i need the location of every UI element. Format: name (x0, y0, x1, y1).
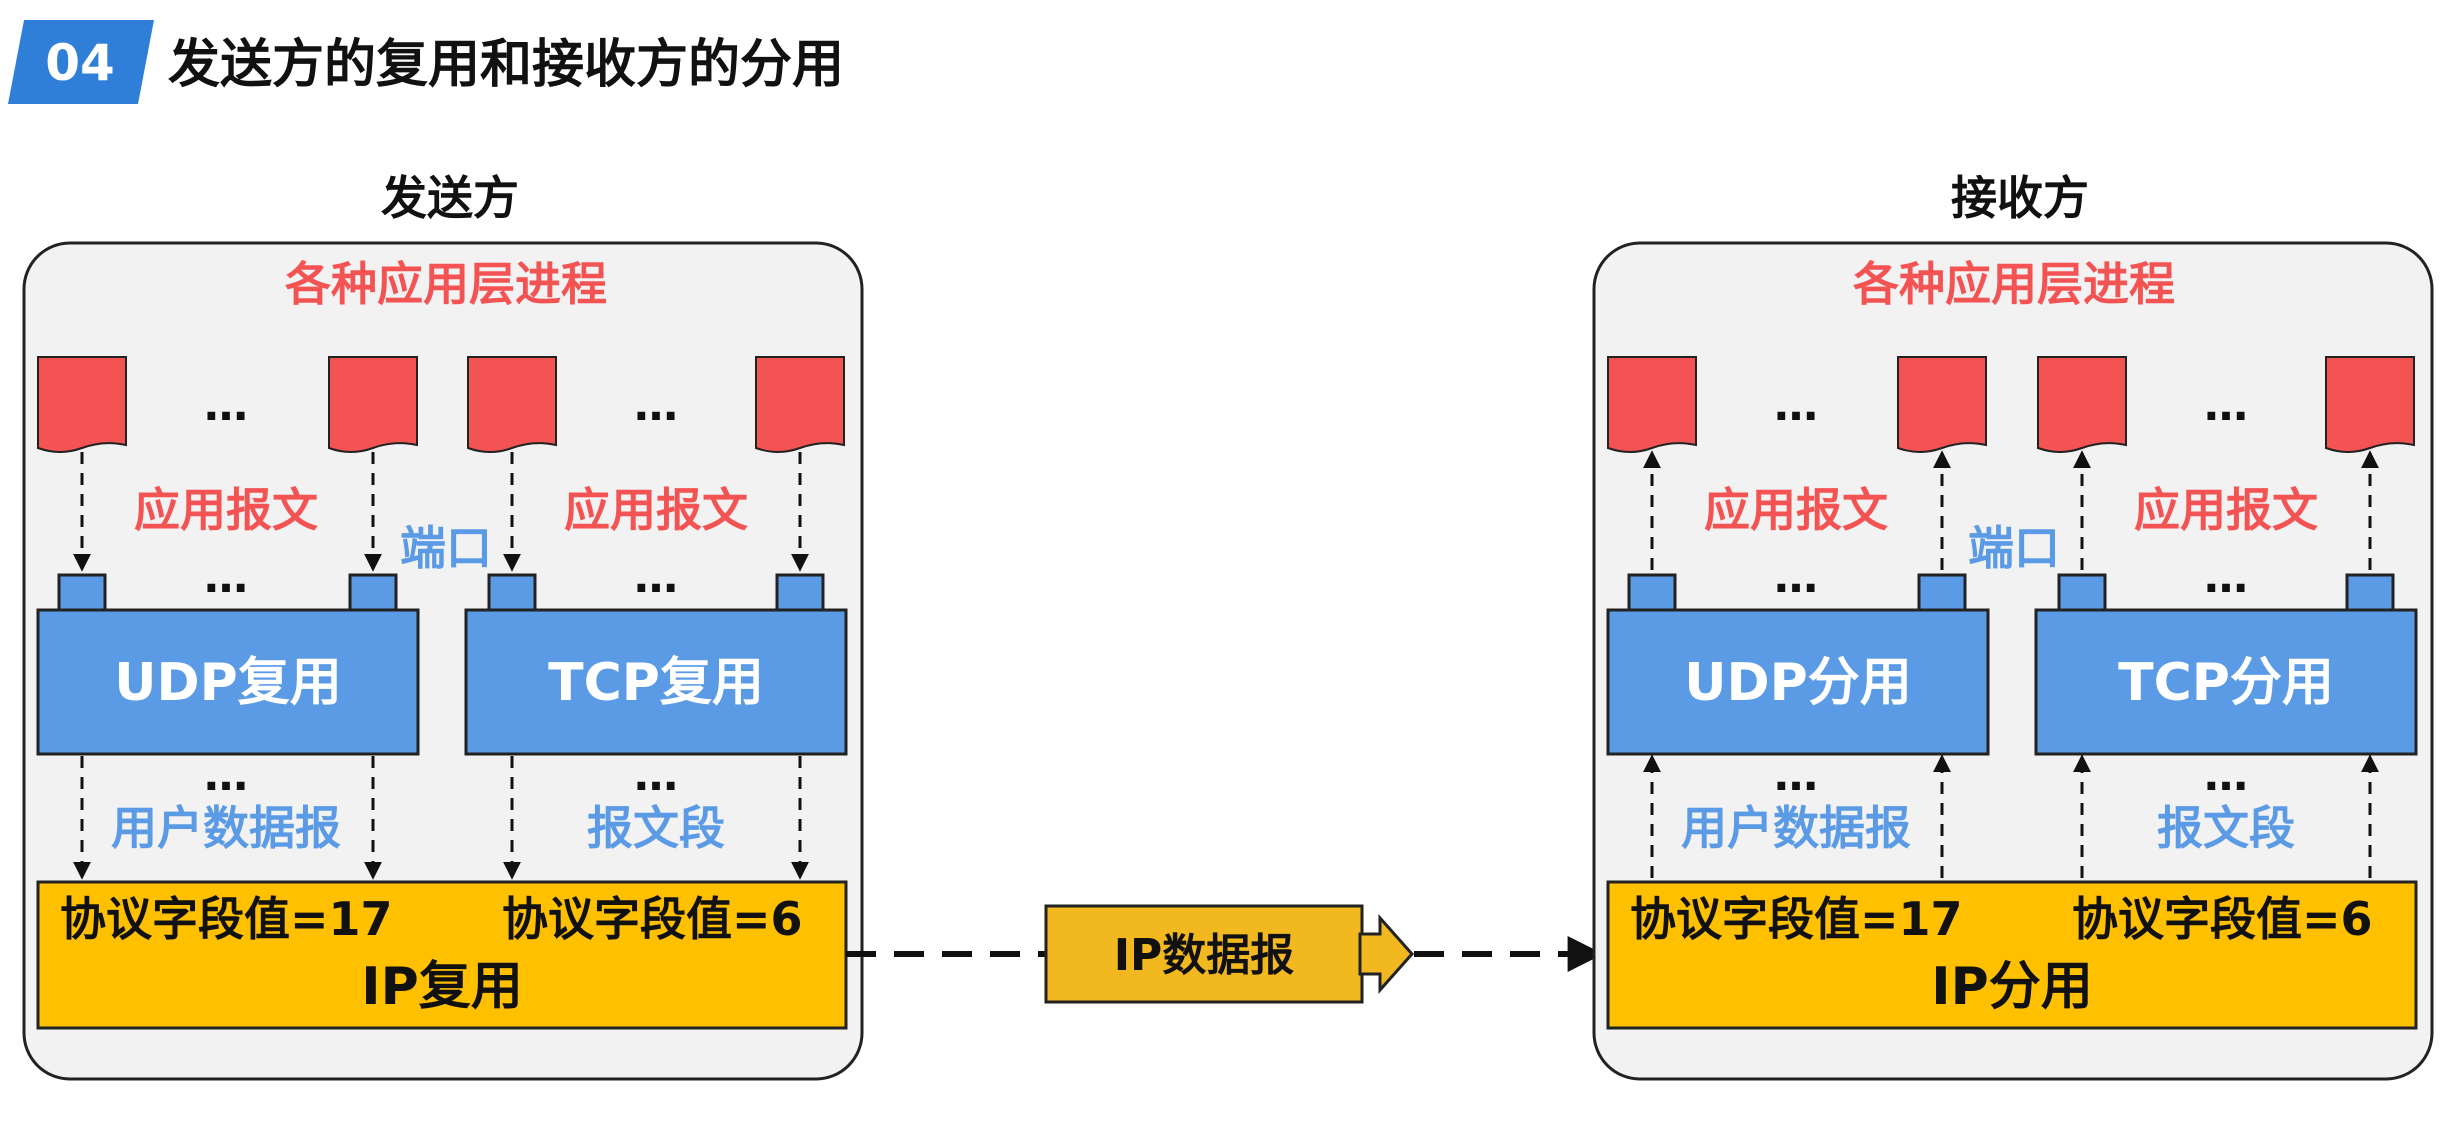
ip-datagram-label: IP数据报 (1114, 930, 1295, 981)
sender-udp-label: UDP复用 (114, 653, 342, 713)
sender-app-process-3 (467, 356, 557, 453)
sender-ip-tcp-proto: 协议字段值=6 (502, 892, 803, 946)
receiver-port-label: 端口 (1968, 521, 2060, 575)
sender-tcp-label: TCP复用 (548, 653, 764, 713)
sender-tcp-block (464, 608, 848, 756)
receiver-ip-label: IP分用 (1931, 957, 2092, 1017)
receiver-app-ellipsis-left: … (1774, 380, 1818, 431)
ip-datagram-box (1044, 904, 1364, 1004)
receiver-udp-block (1606, 608, 1990, 756)
receiver-app-process-3 (2037, 356, 2127, 453)
receiver-ip-udp-proto: 协议字段值=17 (1630, 892, 1963, 946)
page-title: 发送方的复用和接收方的分用 (168, 35, 844, 95)
section-number: 04 (45, 34, 115, 92)
receiver-udp-unit-label: 用户数据报 (1681, 801, 1911, 855)
receiver-title: 接收方 (1951, 171, 2089, 225)
receiver-ip-block (1606, 880, 2418, 1030)
receiver-udp-label: UDP分用 (1684, 653, 1912, 713)
receiver-transport-ellipsis-right: … (2204, 750, 2248, 801)
receiver-transport-ellipsis-left: … (1774, 750, 1818, 801)
receiver-app-msg-label-right: 应用报文 (2134, 483, 2318, 537)
sender-app-ellipsis-left: … (204, 380, 248, 431)
sender-app-layer-label: 各种应用层进程 (285, 257, 607, 311)
sender-app-process-1 (37, 356, 127, 453)
sender-transport-ellipsis-right: … (634, 750, 678, 801)
receiver-port-ellipsis-left: … (1774, 552, 1818, 603)
receiver-tcp-block (2034, 608, 2418, 756)
sender-app-process-4 (755, 356, 845, 453)
sender-ip-block (36, 880, 848, 1030)
sender-transport-ellipsis-left: … (204, 750, 248, 801)
sender-tcp-unit-label: 报文段 (587, 801, 725, 855)
sender-app-process-2 (328, 356, 418, 453)
header: 04 发送方的复用和接收方的分用 (8, 20, 844, 104)
receiver-app-process-1 (1607, 356, 1697, 453)
sender-frame (22, 241, 864, 1081)
receiver-tcp-unit-label: 报文段 (2157, 801, 2295, 855)
receiver-app-layer-label: 各种应用层进程 (1853, 257, 2175, 311)
receiver-tcp-label: TCP分用 (2118, 653, 2334, 713)
receiver-ip-tcp-proto: 协议字段值=6 (2072, 892, 2373, 946)
receiver-panel: 接收方 各种应用层进程 … … 应用报文 应用报文 端口 … … UDP分用 T… (1592, 171, 2434, 1081)
sender-ip-udp-proto: 协议字段值=17 (60, 892, 393, 946)
sender-app-ellipsis-right: … (634, 380, 678, 431)
sender-title: 发送方 (381, 171, 519, 225)
sender-ip-label: IP复用 (361, 957, 522, 1017)
receiver-port-ellipsis-right: … (2204, 552, 2248, 603)
sender-app-msg-label-right: 应用报文 (564, 483, 748, 537)
sender-app-msg-label-left: 应用报文 (134, 483, 318, 537)
ip-datagram-arrow-icon (1358, 914, 1415, 994)
sender-port-ellipsis-right: … (634, 552, 678, 603)
section-badge (8, 20, 154, 104)
sender-udp-unit-label: 用户数据报 (111, 801, 341, 855)
receiver-frame (1592, 241, 2434, 1081)
sender-port-ellipsis-left: … (204, 552, 248, 603)
receiver-app-process-2 (1897, 356, 1987, 453)
transit: IP数据报 (846, 904, 1604, 1004)
sender-udp-block (36, 608, 420, 756)
sender-port-label: 端口 (400, 521, 492, 575)
sender-panel: 发送方 各种应用层进程 … … 应用报文 应用报文 端口 … … UDP复用 T… (22, 171, 864, 1081)
receiver-app-ellipsis-right: … (2204, 380, 2248, 431)
receiver-app-msg-label-left: 应用报文 (1704, 483, 1888, 537)
receiver-app-process-4 (2325, 356, 2415, 453)
